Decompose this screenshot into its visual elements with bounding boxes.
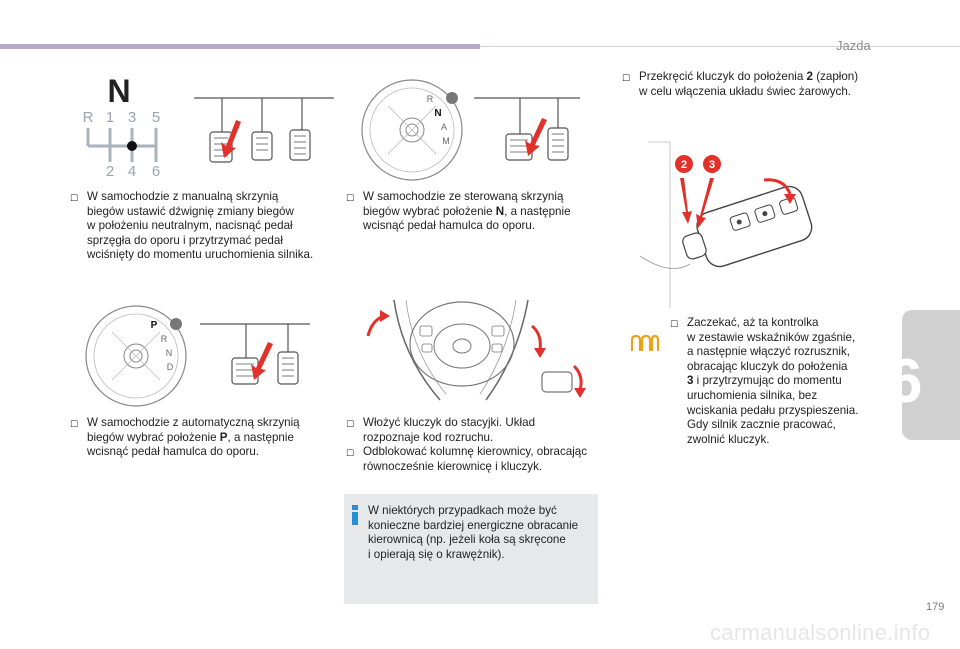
bullet-icon: ☐ bbox=[70, 193, 79, 203]
header-rule bbox=[480, 46, 960, 47]
wait-text: ☐ Zaczekać, aż ta kontrolka w zestawie ws… bbox=[670, 316, 880, 447]
dial-label: R bbox=[161, 334, 168, 344]
dial-label-selected: N bbox=[434, 108, 441, 119]
gear-label: 1 bbox=[106, 109, 114, 126]
watermark: carmanualsonline.info bbox=[710, 620, 931, 645]
section-title: Jazda bbox=[836, 38, 871, 53]
gear-position: P bbox=[219, 430, 228, 444]
dial-label: N bbox=[166, 348, 173, 358]
text-line: Włożyć kluczyk do stacyjki. Układ bbox=[363, 416, 536, 429]
bullet-item: ☐ Odblokować kolumnę kierownicy, obracają… bbox=[346, 445, 602, 474]
text-line: (zapłon) bbox=[813, 70, 859, 83]
automatic-gearbox-illustration: P R N D bbox=[85, 305, 310, 407]
dial-label: A bbox=[441, 122, 447, 132]
bullet-icon: ☐ bbox=[670, 319, 679, 329]
page-number: 179 bbox=[926, 601, 945, 613]
gear-selected-label: N bbox=[107, 73, 130, 109]
ignition-key-illustration: 2 3 bbox=[640, 141, 813, 308]
text-line: W samochodzie ze sterowaną skrzynią bbox=[363, 190, 564, 203]
gear-label: 6 bbox=[152, 163, 160, 180]
dial-label-selected: P bbox=[151, 320, 158, 331]
text-line: wciskania pedału przyspieszenia. bbox=[687, 403, 859, 417]
gear-label: 5 bbox=[152, 109, 160, 126]
manual-gearbox-illustration: N R 1 3 5 2 4 6 bbox=[83, 73, 334, 180]
info-box: W niektórych przypadkach może być koniec… bbox=[344, 494, 598, 604]
dial-label: D bbox=[167, 362, 174, 372]
text-line: wcisnąć pedał hamulca do oporu. bbox=[87, 445, 260, 459]
text-line: równocześnie kierownicę i kluczyk. bbox=[363, 459, 543, 473]
text-line: biegów wybrać położenie bbox=[87, 430, 220, 444]
text-line: Przekręcić kluczyk do położenia bbox=[639, 70, 807, 83]
text-line: biegów ustawić dźwignię zmiany biegów bbox=[87, 204, 294, 218]
turn-key-text: ☐ Przekręcić kluczyk do położenia 2 (zapł… bbox=[622, 70, 882, 99]
bullet-icon: ☐ bbox=[622, 73, 631, 83]
text-line: i opierają się o krawężnik). bbox=[368, 547, 505, 561]
automated-gearbox-illustration: R N A M bbox=[361, 79, 580, 181]
bullet-item: ☐ Przekręcić kluczyk do położenia 2 (zapł… bbox=[622, 70, 882, 99]
dial-label: M bbox=[442, 136, 450, 146]
bullet-icon: ☐ bbox=[346, 419, 355, 429]
text-line: W samochodzie z automatyczną skrzynią bbox=[87, 416, 300, 429]
text-line: zwolnić kluczyk. bbox=[687, 432, 770, 446]
text-line: obracając kluczyk do położenia bbox=[687, 359, 848, 373]
dial-label: R bbox=[427, 94, 434, 104]
gear-label: 4 bbox=[128, 163, 136, 180]
text-line: w zestawie wskaźników zgaśnie, bbox=[687, 330, 856, 344]
text-line: Zaczekać, aż ta kontrolka bbox=[687, 316, 819, 329]
header-bar bbox=[0, 44, 480, 49]
bullet-icon: ☐ bbox=[346, 448, 355, 459]
key-position: 2 bbox=[806, 70, 813, 83]
key-position: 3 bbox=[687, 374, 694, 388]
steering-wheel-illustration bbox=[366, 299, 586, 401]
chapter-tab bbox=[902, 310, 960, 440]
text-line: biegów wybrać położenie bbox=[363, 204, 496, 218]
bullet-icon: ☐ bbox=[70, 419, 79, 429]
text-line: wciśnięty do momentu uruchomienia silnik… bbox=[87, 248, 314, 262]
gear-label: R bbox=[83, 109, 94, 126]
info-text: W niektórych przypadkach może być koniec… bbox=[368, 504, 592, 562]
key-position-marker: 3 bbox=[709, 159, 715, 171]
text-line: kierownicą (np. jeżeli koła są skręcone bbox=[368, 533, 566, 547]
text-line: , a następnie bbox=[504, 204, 571, 218]
key-position-marker: 2 bbox=[681, 159, 687, 171]
text-line: W samochodzie z manualną skrzynią bbox=[87, 190, 279, 203]
text-line: W niektórych przypadkach może być bbox=[368, 504, 557, 517]
info-icon bbox=[352, 505, 358, 525]
text-line: Odblokować kolumnę kierownicy, obracając bbox=[363, 445, 588, 459]
text-line: a następnie włączyć rozrusznik, bbox=[687, 345, 851, 359]
bullet-icon: ☐ bbox=[346, 193, 355, 203]
chapter-number: 6 bbox=[888, 347, 923, 416]
gear-label: 3 bbox=[128, 109, 136, 126]
text-line: rozpoznaje kod rozruchu. bbox=[363, 430, 494, 444]
text-line: w celu włączenia układu świec żarowych. bbox=[639, 84, 851, 98]
text-line: w położeniu neutralnym, nacisnąć pedał bbox=[87, 219, 293, 233]
text-line: uruchomienia silnika, bez bbox=[687, 388, 818, 402]
bullet-item: ☐ Zaczekać, aż ta kontrolka w zestawie ws… bbox=[670, 316, 880, 447]
gear-position: N bbox=[495, 204, 505, 218]
text-line: konieczne bardziej energiczne obracanie bbox=[368, 518, 579, 532]
gear-label: 2 bbox=[106, 163, 114, 180]
text-line: wcisnąć pedał hamulca do oporu. bbox=[363, 219, 536, 233]
text-line: Gdy silnik zacznie pracować, bbox=[687, 418, 836, 432]
text-line: i przytrzymując do momentu bbox=[693, 374, 842, 388]
text-line: sprzęgła do oporu i przytrzymać pedał bbox=[87, 233, 283, 247]
text-line: , a następnie bbox=[227, 430, 294, 444]
glow-plug-warning-icon bbox=[630, 334, 660, 352]
